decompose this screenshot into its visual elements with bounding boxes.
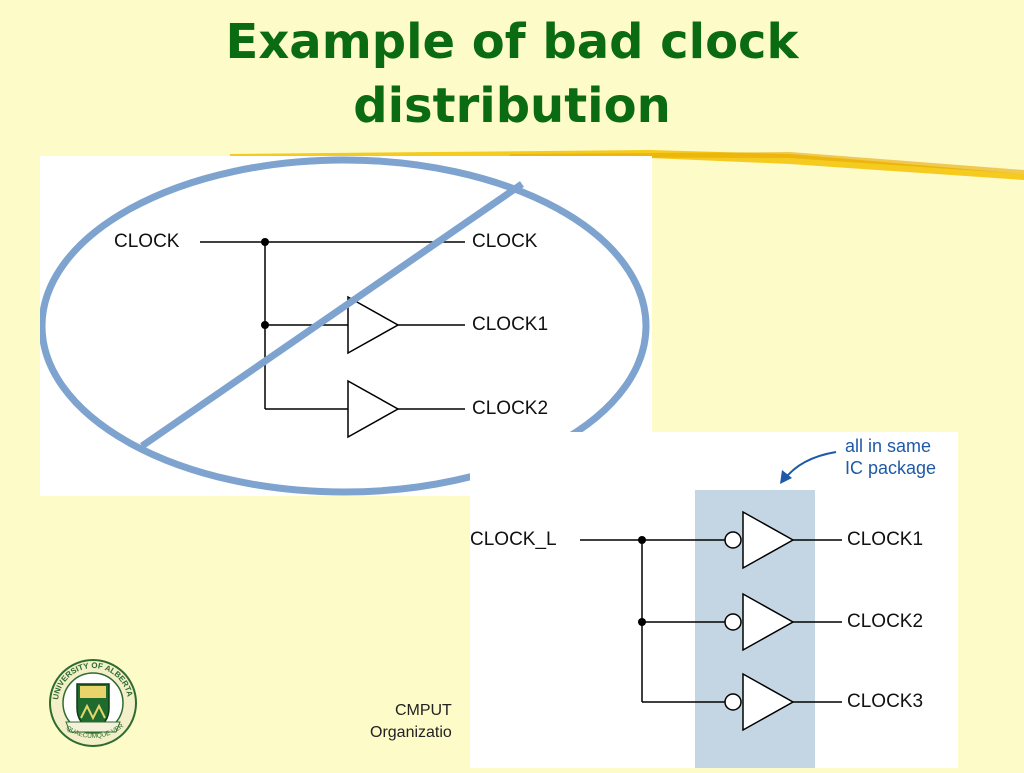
inverter-3 bbox=[742, 672, 795, 732]
inverter-bubble-2 bbox=[724, 613, 742, 631]
title-line-2: distribution bbox=[353, 78, 671, 134]
output-clock-label: CLOCK bbox=[472, 231, 538, 252]
inverter-2 bbox=[742, 592, 795, 652]
output-clock2-label: CLOCK2 bbox=[847, 611, 923, 632]
annotation-arrowhead bbox=[780, 470, 792, 484]
junction-dot bbox=[638, 618, 646, 626]
inverter-bubble-3 bbox=[724, 693, 742, 711]
junction-dot bbox=[261, 238, 269, 246]
output-clock3-label: CLOCK3 bbox=[847, 691, 923, 712]
output-clock1-label: CLOCK1 bbox=[472, 314, 548, 335]
footer-line-1: CMPUT bbox=[394, 702, 452, 719]
annotation-arrow bbox=[783, 451, 837, 481]
output-clock2-label: CLOCK2 bbox=[472, 398, 548, 419]
university-crest-logo: UNIVERSITY OF ALBERTA QUAECUMQUE VERA bbox=[44, 656, 137, 747]
title-line-1: Example of bad clock bbox=[225, 14, 799, 70]
input-clock-l-label: CLOCK_L bbox=[470, 529, 557, 550]
junction-dot bbox=[261, 321, 269, 329]
highlighter-stroke bbox=[230, 150, 1024, 180]
inverter-1 bbox=[742, 510, 795, 570]
prohibition-slash bbox=[140, 181, 524, 449]
buffer-1 bbox=[347, 295, 400, 355]
annotation-line-1: all in same bbox=[845, 436, 931, 456]
footer-course-text: CMPUT Organizatio bbox=[370, 700, 452, 744]
buffer-2 bbox=[347, 379, 400, 439]
footer-line-2: Organizatio bbox=[370, 724, 452, 741]
input-clock-label: CLOCK bbox=[114, 231, 180, 252]
output-clock1-label: CLOCK1 bbox=[847, 529, 923, 550]
good-distribution-diagram: CLOCK_L CLOCK1 CLOCK2 CLOCK3 all in same… bbox=[470, 432, 958, 768]
annotation-line-2: IC package bbox=[845, 458, 936, 478]
slide-title: Example of bad clock distribution bbox=[0, 10, 1024, 138]
junction-dot bbox=[638, 536, 646, 544]
inverter-bubble-1 bbox=[724, 531, 742, 549]
prohibition-ellipse bbox=[38, 156, 650, 496]
